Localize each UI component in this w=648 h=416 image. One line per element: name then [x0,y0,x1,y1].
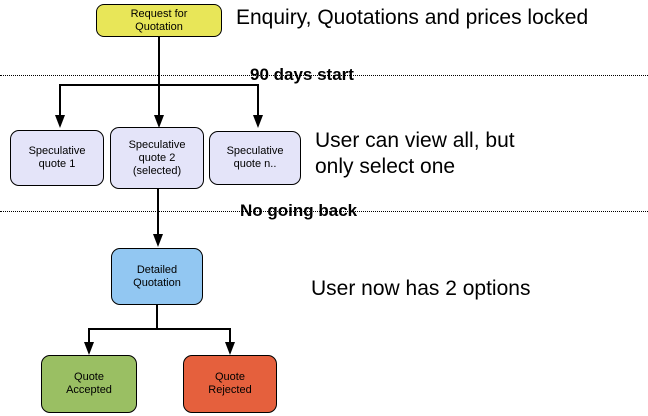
phase-divider-2 [0,211,648,212]
arrowhead-down-icon [154,115,164,128]
annotation-view-all: User can view all, but only select one [315,129,515,178]
node-speculative-quote-n: Speculative quote n.. [209,131,301,185]
node-speculative-quote-2: Speculative quote 2 (selected) [110,127,204,189]
arrowhead-down-icon [84,342,94,355]
node-detailed-quotation: Detailed Quotation [111,248,203,305]
phase-label-no-going-back: No going back [240,201,358,220]
node-quote-rejected: Quote Rejected [183,355,277,413]
connector-line [158,37,160,84]
connector-line [257,84,259,116]
connector-line [158,84,160,116]
phase-divider-1 [0,75,648,76]
connector-line [59,84,61,116]
connector-line [229,328,231,344]
connector-line [88,328,231,330]
connector-line [156,305,158,329]
arrowhead-down-icon [153,234,163,247]
node-request-for-quotation: Request for Quotation [96,4,222,37]
connector-line [88,328,90,344]
node-speculative-quote-1: Speculative quote 1 [10,130,104,186]
annotation-two-options: User now has 2 options [311,277,531,300]
phase-label-90-days: 90 days start [250,65,354,84]
arrowhead-down-icon [55,115,65,128]
node-quote-accepted: Quote Accepted [41,355,137,413]
arrowhead-down-icon [225,342,235,355]
connector-line [157,189,159,236]
annotation-enquiry: Enquiry, Quotations and prices locked [236,6,589,29]
arrowhead-down-icon [253,115,263,128]
